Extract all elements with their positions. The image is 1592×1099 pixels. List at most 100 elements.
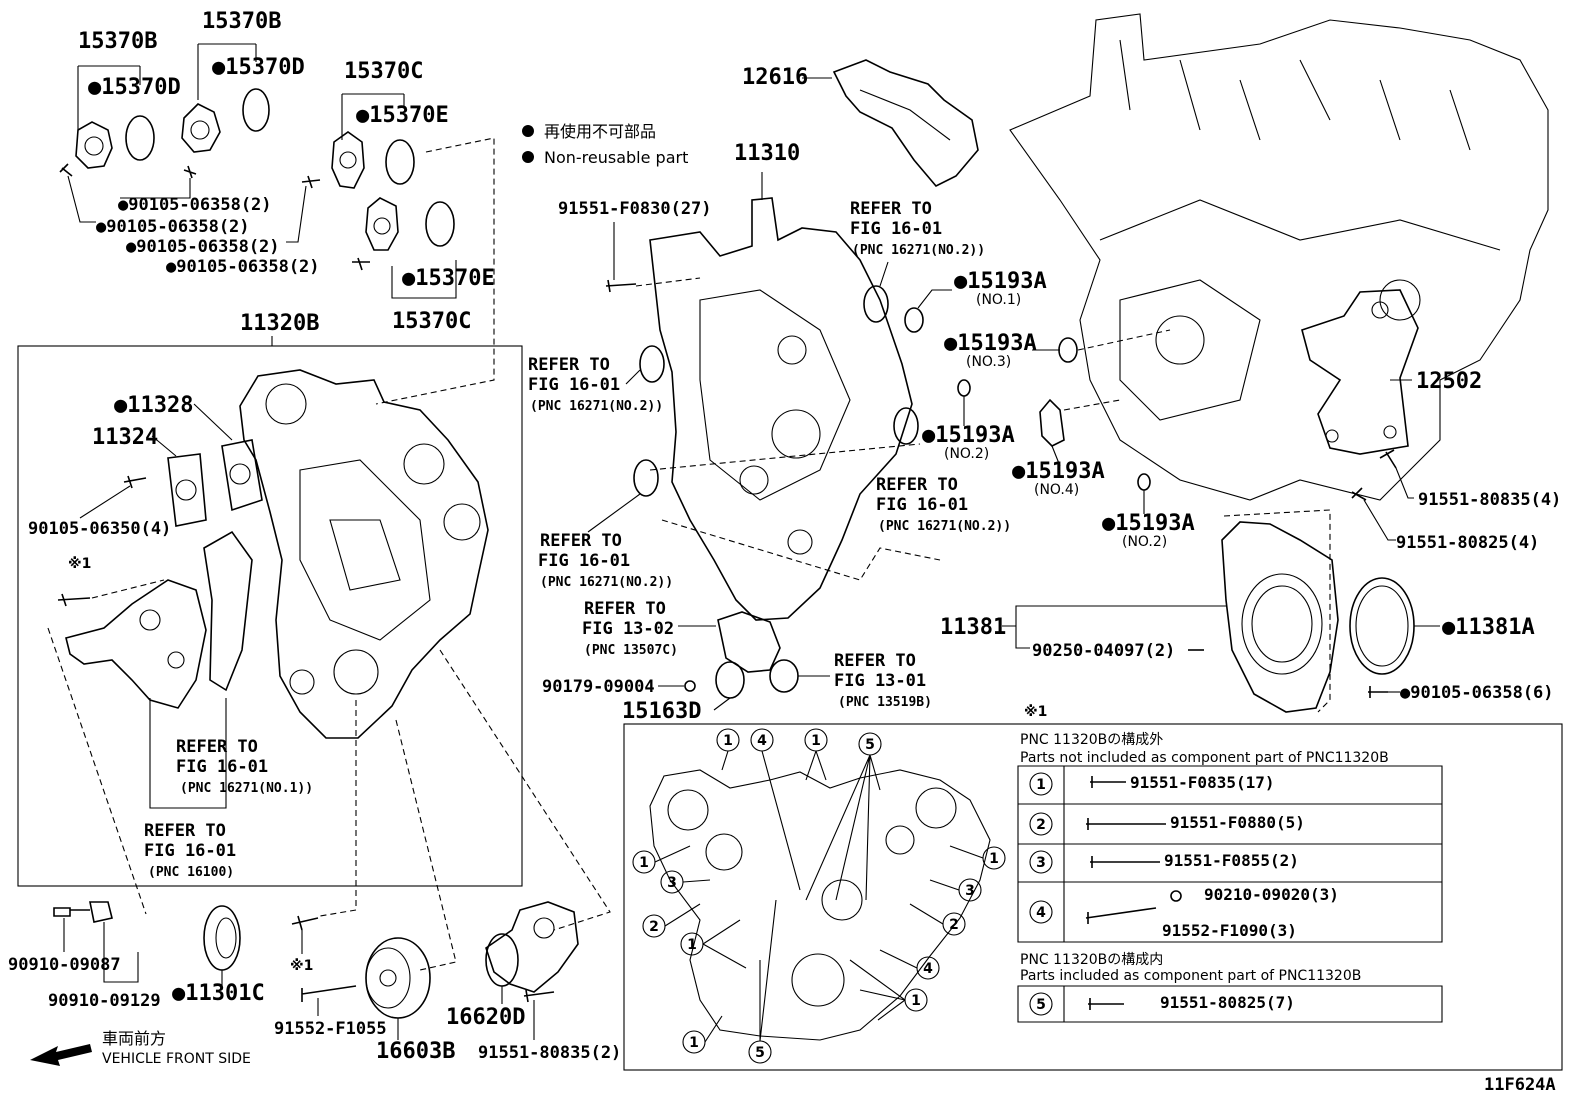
callout-2-a-text: 2 — [649, 919, 659, 935]
label-11328: ●11328 — [114, 393, 193, 418]
ref-7-line3: (PNC 16271(NO.1)) — [180, 781, 313, 796]
ref-2-line2: FIG 16-01 — [528, 375, 620, 395]
bolt-note-2 — [291, 915, 319, 931]
ref-1-line2: FIG 16-01 — [850, 219, 942, 239]
callout-1-b-text: 1 — [811, 733, 821, 749]
label-15193A-3: ●15193A — [944, 331, 1037, 356]
ref-6: REFER TO FIG 13-01 (PNC 13519B) — [834, 651, 932, 710]
callout-1-g-text: 1 — [911, 993, 921, 1009]
callout-3-a-text: 3 — [667, 875, 677, 891]
label-90250-04097: 90250-04097(2) — [1032, 641, 1175, 661]
label-bolt-b4: ●90105-06358(2) — [166, 257, 320, 277]
table-row-2-num: 2 — [1036, 817, 1046, 833]
washer-icon-row-4 — [1170, 890, 1182, 902]
table-row-5-part: 91551-80825(7) — [1160, 993, 1295, 1012]
label-15193A-4: ●15193A — [1012, 459, 1105, 484]
ref-8-line3: (PNC 16100) — [148, 865, 234, 880]
callout-2-b-text: 2 — [949, 917, 959, 933]
label-16603B: 16603B — [376, 1039, 455, 1064]
ref-4-line3: (PNC 16271(NO.2)) — [878, 519, 1011, 534]
plug-ref-6 — [769, 659, 799, 693]
table-row-4-part-a: 90210-09020(3) — [1204, 885, 1339, 904]
bolt-90105-06350 — [123, 475, 147, 489]
bracket-12502 — [1301, 289, 1419, 455]
callout-1-a-text: 1 — [723, 733, 733, 749]
label-90910-09129: 90910-09129 — [48, 991, 161, 1011]
label-15370B-a: 15370B — [78, 29, 157, 54]
ref-3-line2: FIG 16-01 — [538, 551, 630, 571]
sensor-90910-09129 — [89, 901, 113, 923]
bolt-90105-b — [183, 165, 197, 179]
ref-3: REFER TO FIG 16-01 (PNC 16271(NO.2)) — [538, 531, 673, 590]
ref-6-line3: (PNC 13519B) — [838, 695, 932, 710]
ref-4: REFER TO FIG 16-01 (PNC 16271(NO.2)) — [876, 475, 1011, 534]
label-12616: 12616 — [742, 65, 808, 90]
table-row-2: 2 91551-F0880(5) — [1029, 812, 1305, 836]
o-ring-15193A-4 — [1039, 398, 1065, 447]
sensor-housing-3 — [331, 131, 365, 189]
label-91551-F0830: 91551-F0830(27) — [558, 199, 712, 219]
label-15193A-2a-no: (NO.2) — [944, 446, 989, 462]
ref-8: REFER TO FIG 16-01 (PNC 16100) — [144, 821, 236, 880]
idler-16603B — [365, 937, 431, 1019]
table-row-2-part: 91551-F0880(5) — [1170, 813, 1305, 832]
bracket-group: 12502 91551-80835(4) 91551-80825(4) — [1301, 289, 1561, 553]
seal-11381A — [1349, 577, 1415, 675]
table-header1-en: Parts not included as component part of … — [1020, 750, 1389, 766]
o-ring-15370D-b — [242, 88, 270, 132]
label-90179-09004: 90179-09004 — [542, 677, 655, 697]
tensioner-16620D — [485, 901, 579, 993]
ref-5-line3: (PNC 13507C) — [584, 643, 678, 658]
plug-90179 — [684, 680, 696, 692]
direction-en: VEHICLE FRONT SIDE — [102, 1051, 251, 1067]
label-15370C-a: 15370C — [344, 59, 423, 84]
callout-5-b-text: 5 — [755, 1045, 765, 1061]
ref-4-line1: REFER TO — [876, 475, 958, 495]
table-row-4: 4 90210-09020(3) 91552-F1090(3) — [1029, 885, 1339, 940]
note-mark-panel: ※1 — [1024, 704, 1047, 720]
o-ring-ref-2 — [639, 345, 665, 383]
water-pump — [65, 579, 207, 709]
o-rings-15193A: ●15193A (NO.1) ●15193A (NO.3) ●15193A (N… — [904, 269, 1195, 550]
ref-8-line1: REFER TO — [144, 821, 226, 841]
plug-15163D — [715, 661, 745, 699]
engine-block — [1009, 13, 1549, 501]
label-11301C: ●11301C — [172, 981, 265, 1006]
bolt-icon-row-4 — [1085, 907, 1157, 924]
label-15193A-3-no: (NO.3) — [966, 354, 1011, 370]
bolt-90105-a — [59, 163, 73, 177]
ref-5-line1: REFER TO — [584, 599, 666, 619]
callout-4-a-text: 4 — [757, 733, 767, 749]
sensor-housing-group: 15370B ●15370D 15370B ●15370D 15370C ●15… — [59, 9, 495, 405]
table-row-1: 1 91551-F0835(17) — [1029, 772, 1275, 796]
sensor-housing-2 — [181, 103, 221, 153]
sensor-housing-1 — [75, 121, 113, 169]
ref-2-line1: REFER TO — [528, 355, 610, 375]
box-11320B — [17, 345, 523, 887]
bolt-91551-80825-4 — [1351, 487, 1367, 501]
label-11320B: 11320B — [240, 311, 319, 336]
label-15193A-2b: ●15193A — [1102, 511, 1195, 536]
bolt-91551-80835-4 — [1379, 449, 1397, 469]
o-ring-ref-3 — [633, 459, 659, 497]
ref-3-line3: (PNC 16271(NO.2)) — [540, 575, 673, 590]
ref-5: REFER TO FIG 13-02 (PNC 13507C) — [582, 599, 678, 658]
callout-5-a-text: 5 — [865, 737, 875, 753]
direction-jp: 車両前方 — [102, 1029, 166, 1048]
sensor-90910-09087 — [53, 907, 90, 917]
panel-leader-lines — [654, 750, 984, 1043]
label-15370E-b: ●15370E — [402, 266, 495, 291]
label-91551-80835-2: 91551-80835(2) — [478, 1043, 621, 1063]
callout-3-b-text: 3 — [965, 883, 975, 899]
bolt-icon-row-5 — [1088, 998, 1124, 1010]
bolt-90105-06358-6 — [1368, 686, 1388, 698]
o-ring-15193A-2b — [1137, 473, 1151, 491]
seal-11301C — [203, 905, 241, 971]
bolt-icon-row-2 — [1086, 818, 1166, 830]
callout-4-b-text: 4 — [923, 961, 933, 977]
gasket-ref-5 — [717, 611, 781, 673]
ref-2: REFER TO FIG 16-01 (PNC 16271(NO.2)) — [528, 355, 663, 414]
callout-1-e-text: 1 — [689, 1035, 699, 1051]
label-11381: 11381 — [940, 615, 1006, 640]
